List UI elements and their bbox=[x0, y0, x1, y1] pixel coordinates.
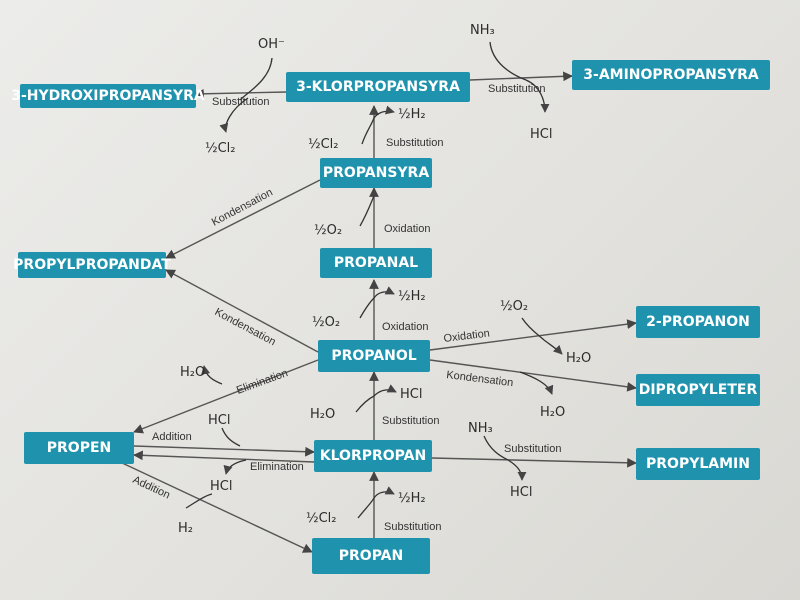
reagent-nh3-top: NH₃ bbox=[470, 23, 495, 38]
node-propen[interactable]: PROPEN bbox=[24, 432, 134, 464]
curve-h2-addition-in bbox=[185, 493, 213, 509]
node-label: PROPAN bbox=[339, 548, 403, 564]
label-substitution-propan: Substitution bbox=[384, 521, 441, 533]
reagent-half-h2-propanol: ½H₂ bbox=[398, 289, 426, 304]
node-2-propanon[interactable]: 2-PROPANON bbox=[636, 306, 760, 338]
node-label: KLORPROPAN bbox=[320, 448, 426, 464]
curve-h2o-propanon-out bbox=[543, 339, 563, 355]
reagent-h2: H₂ bbox=[178, 521, 193, 536]
edge-klorpropan-to-propylamin bbox=[431, 457, 637, 468]
reagent-hcl-klorpropan: HCl bbox=[400, 387, 422, 402]
edge-propanol-to-propen bbox=[133, 359, 319, 434]
node-propansyra[interactable]: PROPANSYRA bbox=[320, 158, 432, 188]
curve-cl2-propanol bbox=[359, 297, 375, 319]
label-substitution-propansyra: Substitution bbox=[386, 137, 443, 149]
reagent-arrows bbox=[185, 41, 563, 519]
node-label: 3-HYDROXIPROPANSYRA bbox=[11, 88, 205, 104]
curve-h2-propansyra bbox=[373, 105, 395, 119]
edge-klorpropansyra-to-hydroxi bbox=[194, 88, 288, 99]
curve-hcl-elim-out bbox=[223, 459, 247, 475]
label-addition-bottom: Addition bbox=[131, 474, 172, 502]
curve-hcl-propylamin-out bbox=[507, 459, 527, 481]
node-label: 2-PROPANON bbox=[646, 314, 750, 330]
reagent-h2o-klorpropan: H₂O bbox=[310, 407, 335, 422]
curve-oh-in bbox=[239, 57, 273, 101]
reagent-h2o-propanon: H₂O bbox=[566, 351, 591, 366]
node-label: PROPANOL bbox=[331, 348, 416, 364]
label-oxidation-propanal: Oxidation bbox=[384, 223, 430, 235]
node-label: 3-AMINOPROPANSYRA bbox=[583, 67, 759, 83]
curve-cl2-propansyra bbox=[361, 117, 375, 145]
reagent-nh3-propylamin: NH₃ bbox=[468, 421, 493, 436]
edge-klorpropan-to-propen bbox=[133, 450, 315, 463]
label-kondensation-dipropyleter: Kondensation bbox=[446, 369, 514, 389]
edges bbox=[119, 71, 637, 553]
reagent-half-o2-propanal: ½O₂ bbox=[314, 223, 342, 238]
reagent-half-cl2-propan: ½Cl₂ bbox=[306, 511, 337, 526]
reagents: OH⁻ ½Cl₂ NH₃ HCl ½H₂ ½Cl₂ ½O₂ ½H₂ ½O₂ ½O… bbox=[178, 23, 591, 536]
node-propanol[interactable]: PROPANOL bbox=[318, 340, 430, 372]
label-substitution-klorpropan: Substitution bbox=[382, 415, 439, 427]
node-label: 3-KLORPROPANSYRA bbox=[296, 79, 460, 95]
reagent-half-o2-propanon: ½O₂ bbox=[500, 299, 528, 314]
node-propan[interactable]: PROPAN bbox=[312, 538, 430, 574]
edge-propen-to-propan bbox=[119, 461, 313, 553]
edge-propanol-to-dipropyleter bbox=[429, 359, 637, 392]
curve-hcl-klorpropan-out bbox=[373, 384, 397, 397]
curve-cl2-propan-in bbox=[357, 497, 375, 519]
label-oxidation-propanol: Oxidation bbox=[382, 321, 428, 333]
curve-h2o-klorpropan-in bbox=[355, 395, 375, 413]
reagent-half-h2-propan: ½H₂ bbox=[398, 491, 426, 506]
label-elimination-bottom: Elimination bbox=[250, 461, 304, 473]
reagent-h2o-elimination: H₂O bbox=[180, 365, 205, 380]
curve-o2-propanon-in bbox=[521, 317, 545, 341]
curve-o2-propanal bbox=[359, 195, 375, 227]
reagent-half-o2-propanol: ½O₂ bbox=[312, 315, 340, 330]
edge-propanol-to-propanon bbox=[429, 319, 637, 351]
edge-propansyra-to-propylpropandat bbox=[165, 179, 321, 259]
label-substitution-right-top: Substitution bbox=[488, 83, 545, 95]
label-elimination-top: Elimination bbox=[235, 367, 290, 397]
curve-nh3-propylamin-in bbox=[483, 435, 509, 461]
reagent-half-cl2-propansyra: ½Cl₂ bbox=[308, 137, 339, 152]
node-label: PROPEN bbox=[47, 440, 111, 456]
node-3-klorpropansyra[interactable]: 3-KLORPROPANSYRA bbox=[286, 72, 470, 102]
curve-h2o-elim-out bbox=[201, 365, 223, 385]
edge-propanol-to-propylpropandat bbox=[165, 269, 319, 353]
curve-h2-propan-out bbox=[373, 486, 395, 499]
node-propylamin[interactable]: PROPYLAMIN bbox=[636, 448, 760, 480]
node-propanal[interactable]: PROPANAL bbox=[320, 248, 432, 278]
label-oxidation-propanon: Oxidation bbox=[443, 327, 491, 345]
node-propylpropandat[interactable]: PROPYLPROPANDAT bbox=[13, 252, 171, 278]
node-dipropyleter[interactable]: DIPROPYLETER bbox=[636, 374, 760, 406]
curve-h2-propanol bbox=[373, 286, 395, 299]
node-label: PROPYLPROPANDAT bbox=[13, 257, 171, 273]
reagent-h2o-dipropyleter: H₂O bbox=[540, 405, 565, 420]
node-label: PROPANAL bbox=[334, 255, 418, 271]
node-klorpropan[interactable]: KLORPROPAN bbox=[314, 440, 432, 472]
node-3-hydroxipropansyra[interactable]: 3-HYDROXIPROPANSYRA bbox=[11, 84, 205, 108]
reagent-hcl-addition: HCl bbox=[208, 413, 230, 428]
reagent-hcl-propylamin: HCl bbox=[510, 485, 532, 500]
node-3-aminopropansyra[interactable]: 3-AMINOPROPANSYRA bbox=[572, 60, 770, 90]
reagent-half-cl2-top-left: ½Cl₂ bbox=[205, 141, 236, 156]
curve-hcl-out-top bbox=[525, 79, 550, 113]
curve-cl-out bbox=[219, 97, 249, 133]
node-label: DIPROPYLETER bbox=[639, 382, 758, 398]
curve-h2o-dipropyl-out bbox=[519, 371, 554, 395]
label-substitution-left-top: Substitution bbox=[212, 96, 269, 108]
reagent-hcl-elimination: HCl bbox=[210, 479, 232, 494]
reagent-half-h2-propansyra: ½H₂ bbox=[398, 107, 426, 122]
reagent-hcl-top: HCl bbox=[530, 127, 552, 142]
edge-propen-to-klorpropan bbox=[133, 445, 315, 457]
label-substitution-propylamin: Substitution bbox=[504, 443, 561, 455]
curve-nh3-in bbox=[489, 41, 527, 81]
node-label: PROPYLAMIN bbox=[646, 456, 750, 472]
node-label: PROPANSYRA bbox=[323, 165, 429, 181]
reagent-oh: OH⁻ bbox=[258, 37, 285, 52]
label-addition-top: Addition bbox=[152, 431, 192, 443]
curve-hcl-addition-in bbox=[221, 427, 241, 447]
